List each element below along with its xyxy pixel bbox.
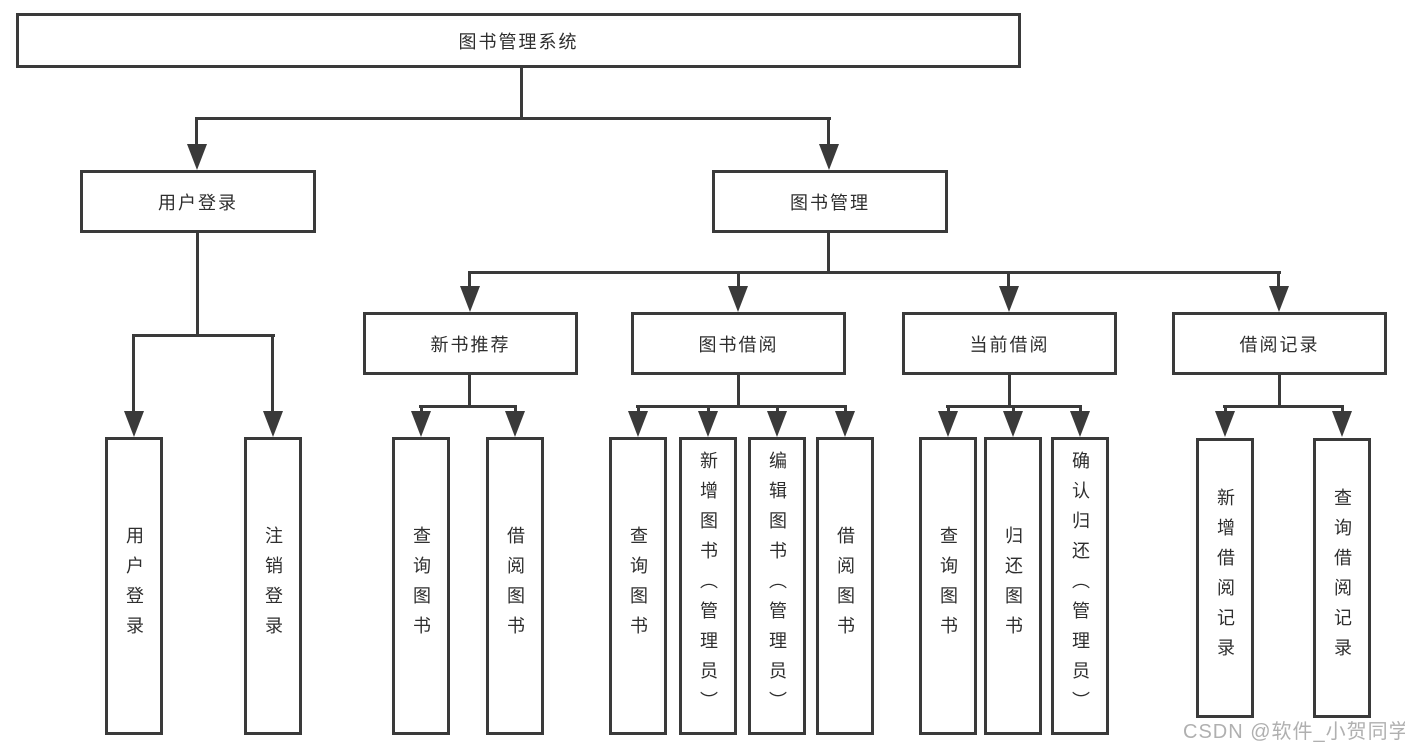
connector-vline: [468, 375, 471, 408]
arrow-down-icon: [505, 411, 525, 437]
node-label: 新书推荐: [430, 334, 511, 355]
connector-vline: [737, 271, 740, 289]
connector-vline: [776, 405, 779, 415]
connector-vline: [844, 405, 847, 415]
connector-vline: [468, 271, 471, 289]
leaf-borrow-edit-books-admin: 编辑图书（管理员）: [748, 437, 806, 735]
leaf-label: 查询图书: [628, 526, 648, 646]
node-label: 图书管理系统: [458, 31, 579, 52]
connector-vline: [420, 405, 423, 415]
connector-vline: [637, 405, 640, 415]
arrow-down-icon: [124, 411, 144, 437]
leaf-label: 新增图书（管理员）: [698, 451, 718, 721]
leaf-label: 用户登录: [124, 526, 144, 646]
leaf-label: 编辑图书（管理员）: [767, 451, 787, 721]
connector-vline: [1277, 271, 1280, 289]
leaf-label: 查询图书: [411, 526, 431, 646]
arrow-down-icon: [728, 286, 748, 312]
connector-vline: [1224, 405, 1227, 415]
arrow-down-icon: [628, 411, 648, 437]
leaf-label: 借阅图书: [835, 526, 855, 646]
connector-vline: [827, 233, 830, 274]
connector-vline: [195, 117, 198, 147]
connector-vline: [1278, 375, 1281, 408]
arrow-down-icon: [1215, 411, 1235, 437]
leaf-newbook-query-books: 查询图书: [392, 437, 450, 735]
leaf-records-query-record: 查询借阅记录: [1313, 438, 1371, 718]
connector-hline: [132, 334, 275, 337]
leaf-current-query-books: 查询图书: [919, 437, 977, 735]
leaf-label: 查询借阅记录: [1332, 488, 1352, 668]
connector-hline: [1223, 405, 1344, 408]
connector-vline: [1079, 405, 1082, 415]
node-new-book-recommend: 新书推荐: [363, 312, 578, 375]
connector-hline: [468, 271, 1281, 274]
arrow-down-icon: [460, 286, 480, 312]
connector-vline: [1012, 405, 1015, 415]
leaf-borrow-query-books: 查询图书: [609, 437, 667, 735]
node-current-borrow: 当前借阅: [902, 312, 1117, 375]
connector-vline: [737, 375, 740, 408]
connector-hline: [419, 405, 517, 408]
connector-hline: [195, 117, 831, 120]
leaf-label: 注销登录: [263, 526, 283, 646]
connector-vline: [947, 405, 950, 415]
leaf-label: 查询图书: [938, 526, 958, 646]
arrow-down-icon: [411, 411, 431, 437]
arrow-down-icon: [1003, 411, 1023, 437]
leaf-current-return-books: 归还图书: [984, 437, 1042, 735]
node-borrow-records: 借阅记录: [1172, 312, 1387, 375]
connector-vline: [1007, 271, 1010, 289]
leaf-records-add-record: 新增借阅记录: [1196, 438, 1254, 718]
node-label: 图书管理: [790, 192, 870, 213]
connector-vline: [271, 334, 274, 414]
connector-vline: [196, 233, 199, 337]
leaf-current-confirm-return-admin: 确认归还（管理员）: [1051, 437, 1109, 735]
leaf-user-login: 用户登录: [105, 437, 163, 735]
arrow-down-icon: [819, 144, 839, 170]
node-label: 用户登录: [158, 192, 238, 213]
arrow-down-icon: [835, 411, 855, 437]
connector-vline: [707, 405, 710, 415]
leaf-borrow-borrow-books: 借阅图书: [816, 437, 874, 735]
leaf-borrow-add-books-admin: 新增图书（管理员）: [679, 437, 737, 735]
node-library-system: 图书管理系统: [16, 13, 1021, 68]
connector-vline: [1341, 405, 1344, 415]
arrow-down-icon: [187, 144, 207, 170]
node-book-borrow: 图书借阅: [631, 312, 846, 375]
arrow-down-icon: [1070, 411, 1090, 437]
connector-vline: [520, 68, 523, 120]
connector-vline: [514, 405, 517, 415]
leaf-label: 确认归还（管理员）: [1070, 451, 1090, 721]
connector-vline: [132, 334, 135, 414]
node-user-login: 用户登录: [80, 170, 316, 233]
connector-vline: [827, 117, 830, 147]
node-book-management: 图书管理: [712, 170, 948, 233]
leaf-newbook-borrow-books: 借阅图书: [486, 437, 544, 735]
node-label: 借阅记录: [1239, 334, 1320, 355]
arrow-down-icon: [698, 411, 718, 437]
arrow-down-icon: [1269, 286, 1289, 312]
leaf-label: 新增借阅记录: [1215, 488, 1235, 668]
leaf-logout: 注销登录: [244, 437, 302, 735]
connector-vline: [1008, 375, 1011, 408]
leaf-label: 归还图书: [1003, 526, 1023, 646]
node-label: 当前借阅: [969, 334, 1050, 355]
arrow-down-icon: [767, 411, 787, 437]
arrow-down-icon: [938, 411, 958, 437]
arrow-down-icon: [263, 411, 283, 437]
csdn-watermark: CSDN @软件_小贺同学: [1183, 721, 1405, 743]
arrow-down-icon: [999, 286, 1019, 312]
connector-hline: [636, 405, 847, 408]
arrow-down-icon: [1332, 411, 1352, 437]
node-label: 图书借阅: [698, 334, 779, 355]
leaf-label: 借阅图书: [505, 526, 525, 646]
